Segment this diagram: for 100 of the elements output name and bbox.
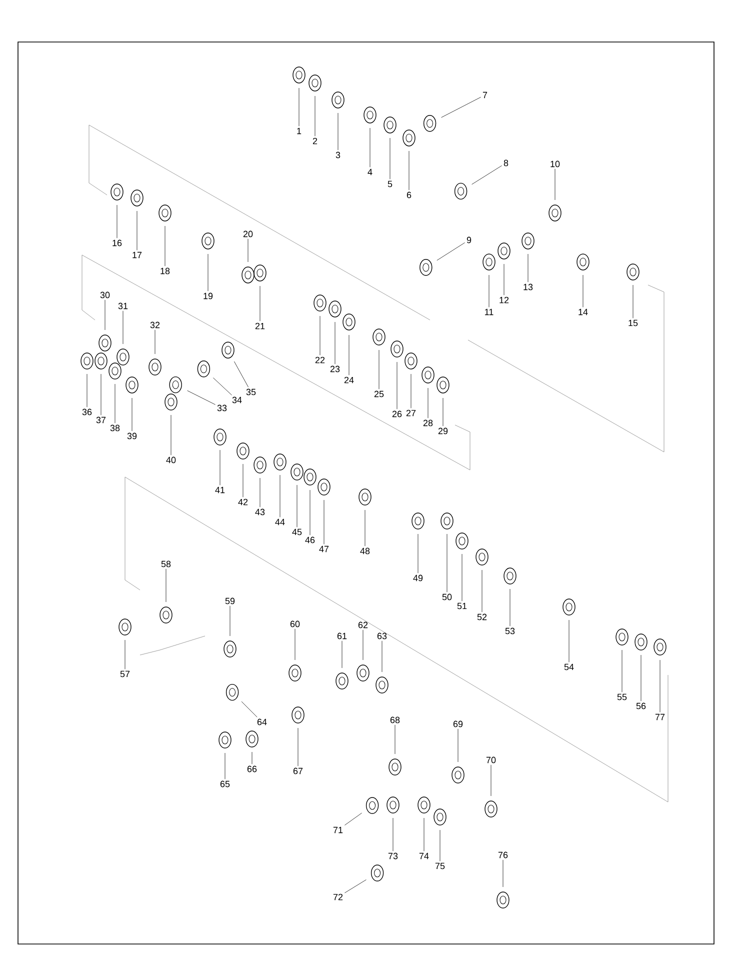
leader-line	[100, 374, 102, 416]
callout-number: 57	[120, 670, 130, 678]
leader-line	[396, 362, 398, 410]
callout-number: 9	[466, 236, 472, 244]
callout-number: 22	[315, 356, 325, 364]
callout-number: 39	[127, 432, 137, 440]
leader-line	[344, 880, 366, 894]
callout-number: 74	[419, 852, 429, 860]
callout-number: 29	[438, 428, 448, 434]
callout-number: 53	[505, 628, 515, 634]
leader-line	[502, 860, 504, 888]
leader-line	[582, 274, 584, 308]
callout-number: 51	[457, 602, 467, 610]
callout-number: 70	[486, 756, 496, 764]
leader-line	[234, 361, 249, 388]
callout-number: 44	[275, 518, 285, 526]
callout-number: 18	[160, 268, 170, 274]
callout-number: 24	[344, 376, 354, 384]
leader-line	[314, 96, 316, 136]
callout-number: 56	[636, 702, 646, 710]
leader-line	[242, 464, 244, 498]
callout-number: 62	[358, 622, 368, 628]
callout-number: 72	[333, 894, 343, 900]
leader-line	[568, 620, 570, 662]
leader-line	[394, 724, 396, 754]
callout-number: 15	[628, 320, 638, 326]
leader-line	[114, 384, 116, 424]
callout-number: 2	[312, 138, 318, 144]
leader-line	[224, 752, 226, 780]
leader-line	[488, 274, 490, 308]
callout-number: 66	[247, 766, 257, 772]
callout-number: 13	[524, 284, 533, 290]
callout-number: 7	[482, 92, 488, 98]
leader-line	[164, 226, 166, 266]
callout-number: 41	[215, 486, 225, 494]
callout-number: 43	[255, 508, 265, 516]
callout-number: 55	[617, 694, 627, 700]
leader-line	[378, 350, 380, 390]
callout-number: 8	[504, 160, 508, 166]
leader-line	[348, 334, 350, 376]
leader-line	[410, 374, 412, 408]
callout-number: 45	[292, 528, 302, 536]
leader-line	[241, 701, 258, 718]
callout-number: 40	[166, 456, 176, 464]
leader-line	[344, 812, 362, 826]
leader-line	[554, 168, 556, 200]
leader-line	[362, 630, 364, 660]
leader-line	[472, 165, 502, 185]
leader-line	[296, 484, 298, 528]
leader-line	[490, 764, 492, 796]
callout-number: 68	[390, 716, 400, 724]
leader-line	[104, 300, 106, 330]
callout-number: 61	[337, 632, 347, 640]
callout-number: 30	[100, 292, 110, 298]
leader-line	[122, 310, 124, 344]
leader-line	[136, 210, 138, 250]
leader-line	[408, 150, 410, 190]
leader-line	[446, 534, 448, 592]
callout-number: 42	[238, 498, 248, 506]
callout-number: 75	[435, 862, 445, 870]
leader-line	[298, 88, 300, 126]
callout-number: 64	[257, 718, 267, 726]
callout-number: 6	[406, 192, 412, 198]
callout-number: 31	[118, 302, 128, 310]
callout-number: 67	[293, 768, 303, 774]
callout-number: 21	[255, 322, 265, 330]
leader-line	[441, 96, 481, 118]
callout-number: 63	[377, 632, 387, 640]
leader-line	[187, 390, 216, 405]
callout-number: 73	[388, 852, 398, 860]
leader-line	[154, 330, 156, 354]
callout-number: 1	[297, 128, 302, 134]
callout-number: 4	[368, 168, 372, 176]
callout-number: 27	[406, 410, 416, 416]
leader-line	[640, 654, 642, 702]
callout-number: 36	[82, 408, 92, 416]
leader-line	[124, 640, 126, 670]
leader-line	[442, 398, 444, 426]
callout-number: 37	[96, 416, 106, 424]
callout-number: 17	[132, 252, 142, 258]
callout-number: 46	[305, 536, 315, 544]
callout-number: 50	[442, 594, 452, 600]
callout-number: 3	[336, 152, 340, 158]
callout-number: 26	[392, 410, 402, 418]
callout-number: 34	[232, 396, 242, 404]
callout-number: 25	[374, 390, 384, 398]
leader-line	[334, 322, 336, 364]
callout-number: 32	[150, 322, 160, 328]
leader-line	[213, 378, 232, 396]
leader-line	[364, 510, 366, 546]
callout-number: 11	[485, 308, 494, 316]
leader-line	[294, 628, 296, 660]
callout-number: 54	[564, 664, 574, 670]
callout-number: 28	[423, 420, 433, 426]
callout-number: 12	[500, 296, 509, 304]
leader-line	[392, 818, 394, 852]
callout-number: 47	[319, 546, 329, 552]
leader-line	[436, 242, 465, 261]
callout-number: 10	[550, 160, 560, 168]
leader-line	[86, 374, 88, 408]
